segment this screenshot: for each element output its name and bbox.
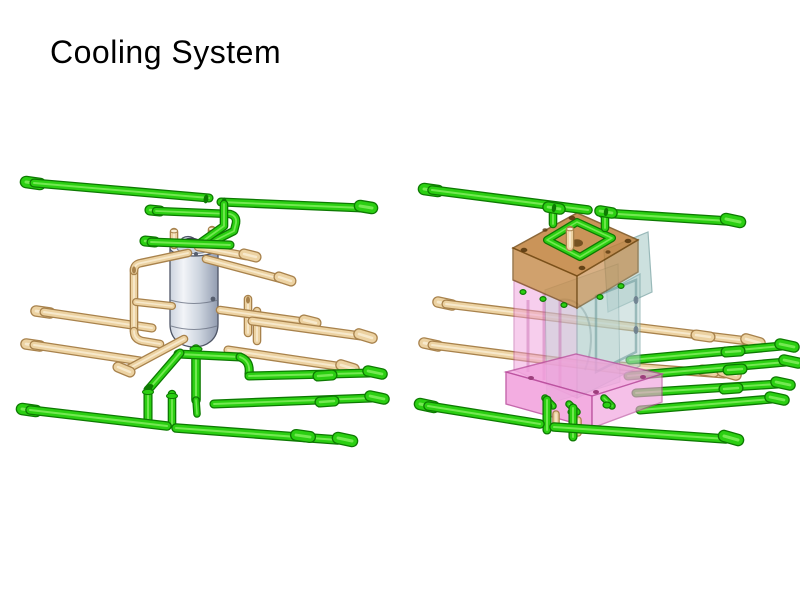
- green-pipes-left-view: [15, 175, 390, 448]
- green-fan-pipes-right-view: [623, 338, 800, 415]
- green-bottom-pipes-right-view: [413, 395, 745, 447]
- cad-view-piping-mold-block: [413, 182, 800, 447]
- mold-block: [503, 212, 665, 437]
- slide-title: Cooling System: [50, 34, 282, 70]
- green-top-pipe-right-view: [417, 182, 747, 233]
- cad-view-piping-accumulator: [15, 175, 390, 448]
- tan-pipes-left-view: [20, 225, 378, 378]
- orange-top-plate-right: [576, 238, 639, 310]
- pink-base-front-right: [591, 373, 663, 430]
